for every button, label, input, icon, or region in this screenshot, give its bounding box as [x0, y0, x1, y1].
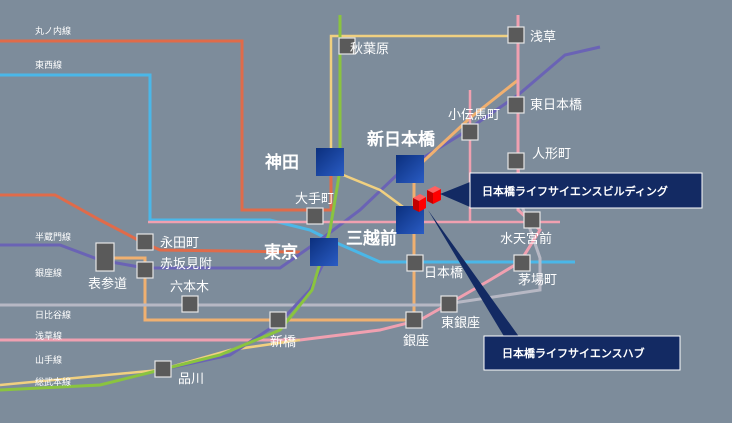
major-station-node-kanda[interactable] [316, 148, 344, 176]
station-label-asakusa: 浅草 [530, 30, 556, 45]
callout-pointer-hub [428, 210, 520, 338]
station-label-shimbashi: 新橋 [270, 334, 296, 350]
station-label-higashi-ginza: 東銀座 [441, 315, 480, 331]
station-node-roppongi[interactable] [181, 295, 199, 313]
station-label-omotesando: 表参道 [88, 276, 127, 292]
callout-building[interactable]: 日本橋ライフサイエンスビルディング [469, 172, 703, 209]
major-station-label-shin-nihombashi: 新日本橋 [367, 129, 436, 150]
station-node-shinagawa[interactable] [154, 360, 172, 378]
station-label-nagatacho: 永田町 [160, 236, 199, 251]
station-node-ginza[interactable] [405, 311, 423, 329]
station-label-otemachi: 大手町 [295, 192, 334, 207]
line-label-yamanote: 山手線 [35, 354, 62, 366]
station-node-suitengumae[interactable] [523, 211, 541, 229]
station-label-kayabacho: 茅場町 [518, 273, 557, 288]
building-marker-1 [427, 186, 441, 204]
station-label-ningyocho: 人形町 [532, 147, 571, 162]
line-label-asakusa: 浅草線 [35, 330, 62, 342]
station-node-otemachi[interactable] [306, 207, 324, 225]
major-station-node-tokyo[interactable] [310, 238, 338, 266]
major-station-label-mitsukoshimae: 三越前 [346, 228, 397, 249]
major-station-node-shin-nihombashi[interactable] [396, 155, 424, 183]
station-node-nagatacho[interactable] [136, 233, 154, 251]
station-node-omotesando[interactable] [95, 242, 115, 272]
station-label-shinagawa: 品川 [178, 372, 204, 387]
station-node-kodemmacho[interactable] [461, 123, 479, 141]
callout-hub-label: 日本橋ライフサイエンスハブ [502, 346, 645, 360]
line-label-hibiya: 日比谷線 [35, 309, 71, 321]
callout-hub[interactable]: 日本橋ライフサイエンスハブ [483, 335, 681, 371]
station-node-akihabara[interactable] [338, 37, 356, 55]
building-marker-2 [413, 194, 426, 212]
callout-building-label: 日本橋ライフサイエンスビルディング [482, 184, 668, 198]
station-label-kodemmacho: 小伝馬町 [448, 108, 500, 123]
station-label-suitengumae: 水天宮前 [500, 231, 552, 247]
station-node-higashi-ginza[interactable] [440, 295, 458, 313]
major-station-label-kanda: 神田 [265, 152, 299, 173]
marunouchi-line [0, 39, 333, 254]
yamanote-line [0, 15, 342, 392]
line-label-hanzomon: 半蔵門線 [35, 231, 71, 243]
station-label-akihabara: 秋葉原 [350, 42, 389, 57]
station-node-shimbashi[interactable] [269, 311, 287, 329]
tozai-line [0, 73, 575, 264]
asakusa-line [0, 15, 542, 342]
station-label-ginza: 銀座 [403, 334, 429, 349]
station-node-akasaka-mitsuke[interactable] [136, 261, 154, 279]
hanzomon-line [0, 45, 601, 270]
station-node-nihombashi[interactable] [406, 254, 424, 272]
station-node-asakusa[interactable] [507, 26, 525, 44]
station-node-ningyocho[interactable] [507, 152, 525, 170]
line-label-ginza: 銀座線 [35, 267, 62, 279]
station-node-higashi-nihombashi[interactable] [507, 96, 525, 114]
callout-pointer-building [440, 182, 470, 207]
station-label-roppongi: 六本木 [170, 280, 209, 295]
line-label-marunouchi: 丸ノ内線 [35, 25, 71, 37]
station-node-kayabacho[interactable] [513, 254, 531, 272]
station-label-nihombashi: 日本橋 [424, 266, 463, 281]
major-station-label-tokyo: 東京 [264, 242, 298, 263]
line-label-tozai: 東西線 [35, 59, 62, 71]
station-label-higashi-nihombashi: 東日本橋 [530, 97, 582, 113]
line-label-sobu: 総武本線 [35, 376, 71, 388]
station-label-akasaka-mitsuke: 赤坂見附 [160, 257, 212, 272]
